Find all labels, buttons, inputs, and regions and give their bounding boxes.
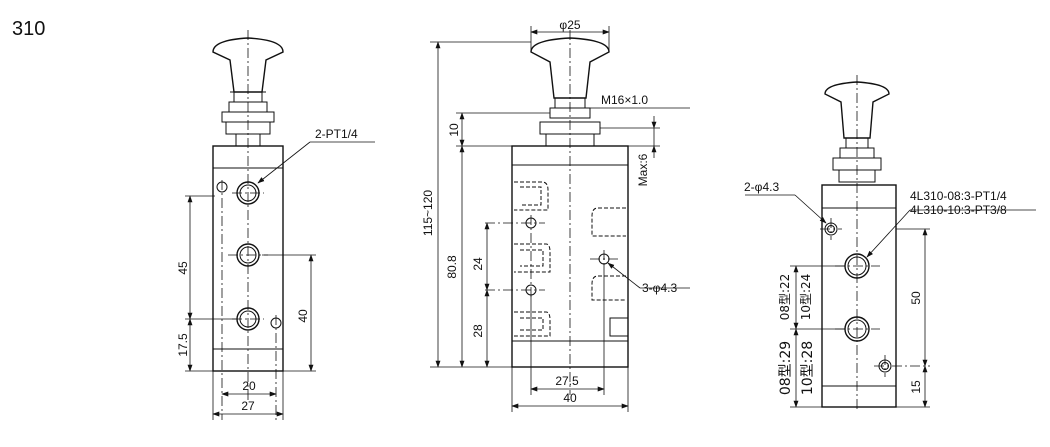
back-type10-28: 10型:28 bbox=[800, 341, 816, 395]
side-dim-24: 24 bbox=[471, 257, 485, 271]
back-port-08: 4L310-08:3-PT1/4 bbox=[910, 189, 1007, 203]
side-view: φ25 M16×1.0 10 Max:6 115~120 80.8 24 28 … bbox=[421, 18, 690, 412]
side-holes: 3-φ4.3 bbox=[642, 281, 677, 295]
side-max-6: Max:6 bbox=[636, 153, 650, 186]
side-dim-40: 40 bbox=[563, 391, 577, 405]
front-dim-45: 45 bbox=[176, 261, 190, 275]
front-port-label: 2-PT1/4 bbox=[315, 127, 358, 141]
side-range-115-120: 115~120 bbox=[421, 190, 435, 236]
back-dim-50: 50 bbox=[909, 291, 923, 305]
side-dim-27-5: 27.5 bbox=[555, 374, 579, 388]
back-view: 2-φ4.3 4L310-08:3-PT1/4 4L310-10:3-PT3/8… bbox=[744, 75, 1036, 412]
model-number: 310 bbox=[12, 18, 46, 40]
back-type10-24: 10型:24 bbox=[799, 274, 813, 321]
side-dim-28: 28 bbox=[471, 324, 485, 338]
side-dim-80-8: 80.8 bbox=[445, 255, 459, 279]
front-dim-27: 27 bbox=[241, 399, 255, 413]
front-dim-40: 40 bbox=[296, 309, 310, 323]
back-port-10: 4L310-10:3-PT3/8 bbox=[910, 203, 1007, 217]
back-type08-22: 08型:22 bbox=[778, 274, 792, 321]
back-holes: 2-φ4.3 bbox=[744, 180, 779, 194]
front-dim-20: 20 bbox=[242, 379, 256, 393]
side-dia-25: φ25 bbox=[559, 18, 580, 32]
front-view: 2-PT1/4 45 17.5 40 20 27 bbox=[176, 30, 375, 420]
front-dim-17-5: 17.5 bbox=[176, 333, 190, 357]
side-thread: M16×1.0 bbox=[601, 93, 648, 107]
side-dim-10: 10 bbox=[447, 123, 461, 137]
back-type08-29: 08型:29 bbox=[778, 341, 794, 395]
back-dim-15: 15 bbox=[909, 380, 923, 394]
